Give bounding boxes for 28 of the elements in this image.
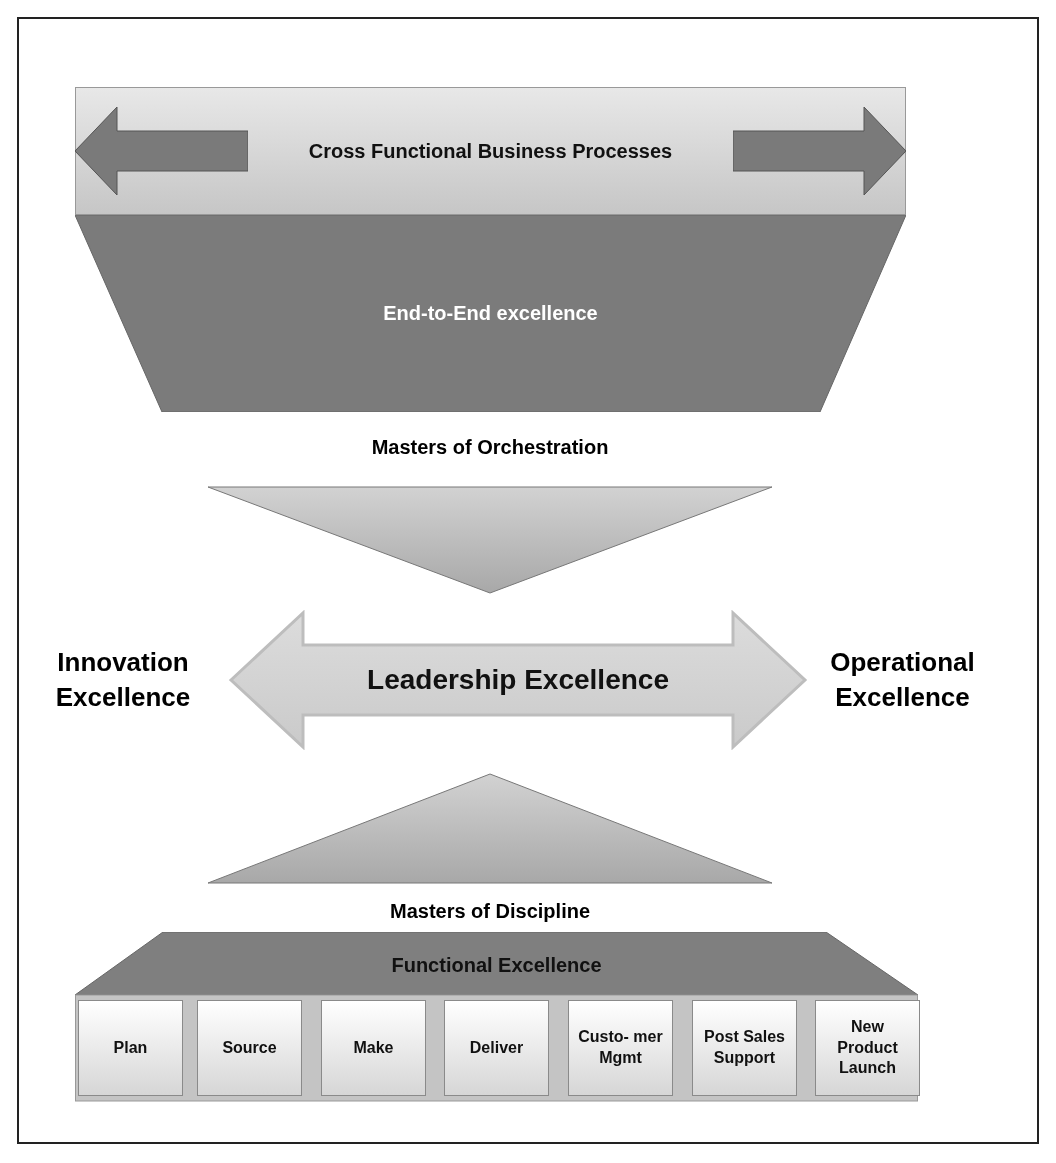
process-box [568,1000,673,1096]
process-box [692,1000,797,1096]
box-label: Post Sales Support [703,1027,786,1068]
side-label: Operational Excellence [829,646,976,715]
process-band [75,87,906,215]
box-label: Custo- mer Mgmt [577,1027,664,1068]
box-label: New Product Launch [836,1016,899,1079]
platform-shape [75,932,918,1102]
triangle-shape [207,486,773,594]
shape-label: End-to-End excellence [383,302,598,325]
box-label: Plan [113,1037,148,1058]
trapezoid-shape [75,215,906,412]
process-box [815,1000,920,1096]
shape-label: Functional Excellence [391,954,602,977]
box-label: Deliver [469,1037,524,1058]
triangle-shape [207,773,773,884]
process-box [444,1000,549,1096]
shape-label: Cross Functional Business Processes [308,139,673,163]
shape-caption: Masters of Discipline [388,900,592,923]
box-label: Source [222,1037,277,1058]
side-label: Innovation Excellence [54,646,192,715]
shape-label: Leadership Excellence [367,664,669,696]
process-box [321,1000,426,1096]
shape-caption: Masters of Orchestration [370,436,610,459]
process-box [78,1000,183,1096]
double-arrow-shape [228,610,808,750]
process-box [197,1000,302,1096]
box-label: Make [353,1037,394,1058]
